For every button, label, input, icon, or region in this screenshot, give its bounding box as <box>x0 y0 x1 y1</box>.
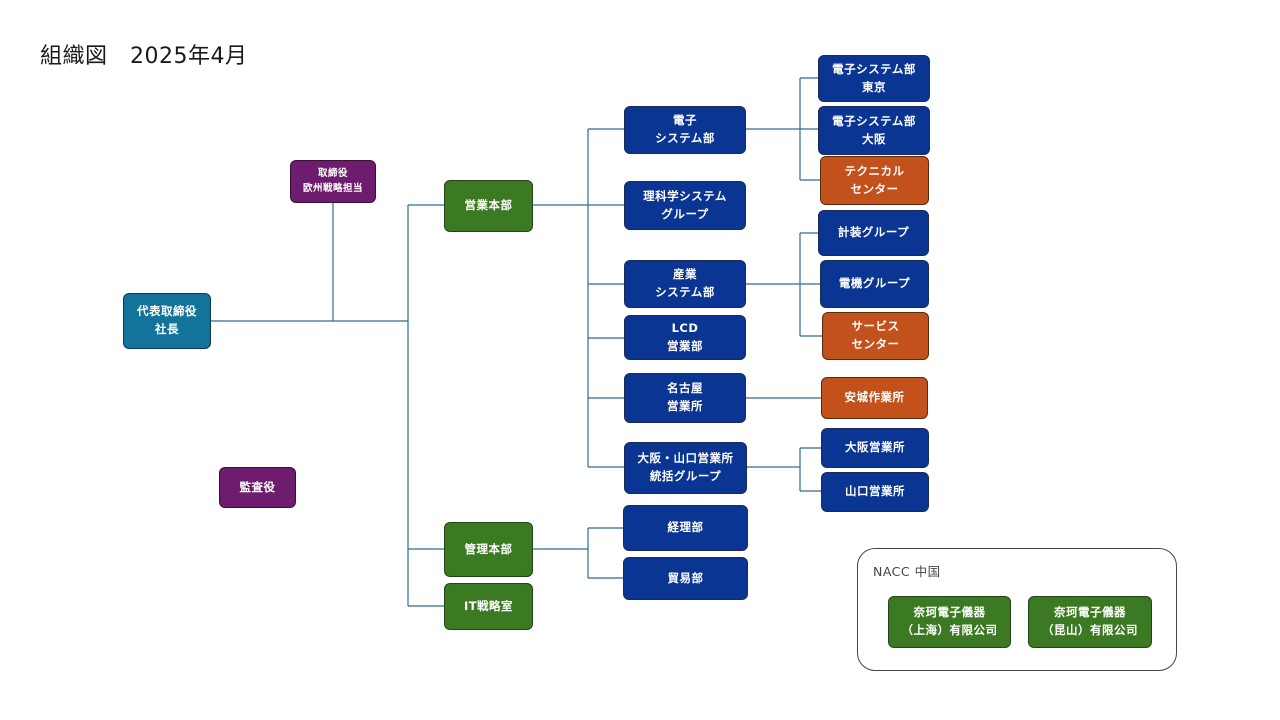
china-group-label: NACC 中国 <box>873 564 941 579</box>
instrumentation-group-box: 計装グループ <box>818 210 929 256</box>
industrial-systems-box: 産業 システム部 <box>624 260 746 308</box>
it-office-box: IT戦略室 <box>444 583 533 630</box>
es-osaka-box: 電子システム部 大阪 <box>818 106 930 155</box>
president-box: 代表取締役 社長 <box>123 293 211 349</box>
kunshan-subsidiary-box: 奈珂電子儀器 （昆山）有限公司 <box>1028 596 1152 648</box>
accounting-box: 経理部 <box>623 505 748 551</box>
yamaguchi-office-box: 山口営業所 <box>821 472 929 512</box>
nagoya-office-box: 名古屋 営業所 <box>624 373 746 423</box>
trade-box: 貿易部 <box>623 557 748 600</box>
auditor-box: 監査役 <box>219 467 296 508</box>
director-europe-box: 取締役 欧州戦略担当 <box>290 160 376 203</box>
shanghai-subsidiary-box: 奈珂電子儀器 （上海）有限公司 <box>888 596 1011 648</box>
admin-hq-box: 管理本部 <box>444 522 533 577</box>
sales-hq-box: 営業本部 <box>444 180 533 232</box>
osaka-office-box: 大阪営業所 <box>821 428 929 468</box>
page-title: 組織図 2025年4月 <box>40 44 248 69</box>
osaka-yamaguchi-group-box: 大阪・山口営業所 統括グループ <box>624 442 747 494</box>
service-center-box: サービス センター <box>822 312 929 360</box>
lcd-sales-box: LCD 営業部 <box>624 315 746 360</box>
technical-center-box: テクニカル センター <box>820 156 929 205</box>
electrical-group-box: 電機グループ <box>820 260 929 308</box>
electronic-systems-box: 電子 システム部 <box>624 106 746 154</box>
es-tokyo-box: 電子システム部 東京 <box>818 55 930 102</box>
science-systems-box: 理科学システム グループ <box>624 181 746 230</box>
anjo-office-box: 安城作業所 <box>821 377 928 419</box>
